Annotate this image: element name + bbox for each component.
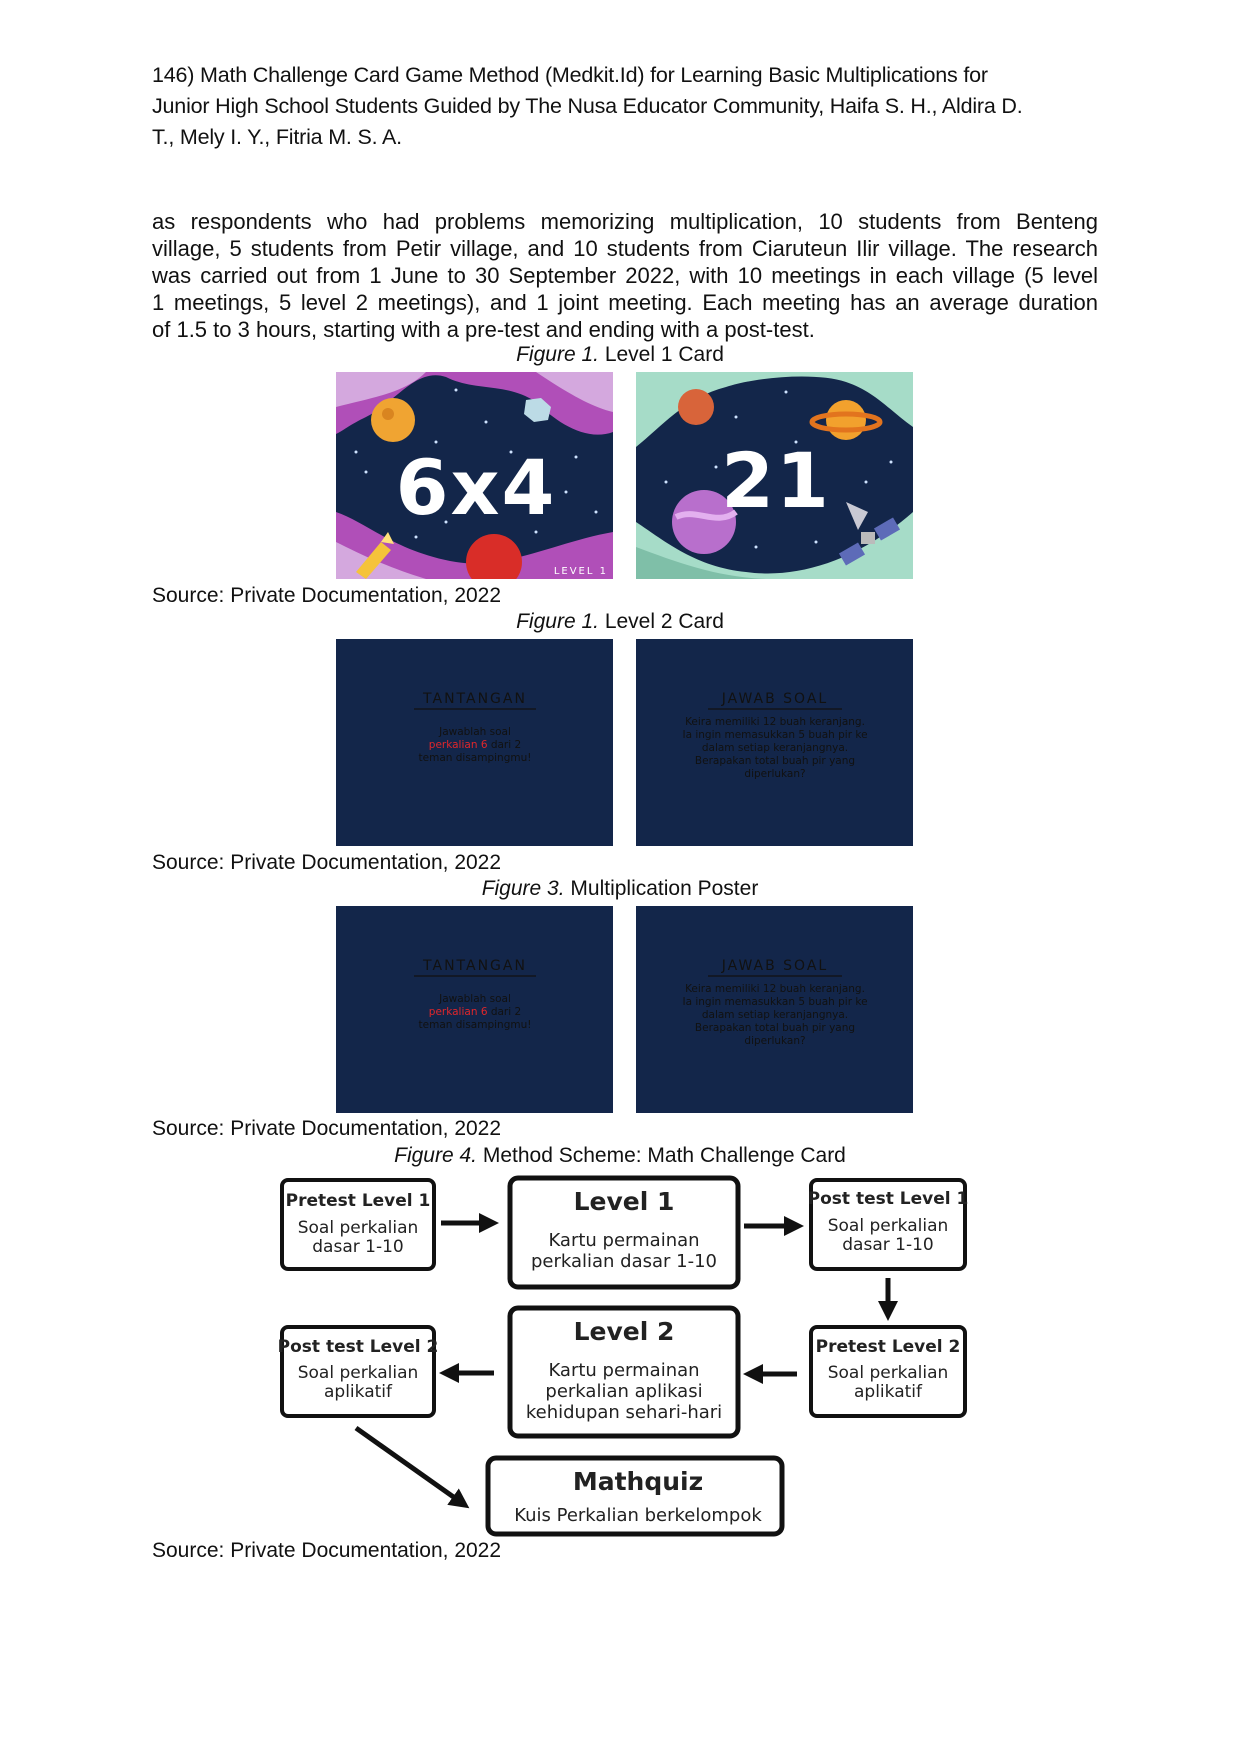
body-paragraph: as respondents who had problems memorizi… [152,208,1098,343]
red-planet-icon [466,534,522,579]
box-text: Soal perkalian [828,1363,949,1383]
card-text: JAWAB SOAL [721,958,828,974]
card-text: TANTANGAN [422,691,527,707]
highlight-text: perkalian 6 [429,1006,488,1018]
level1-box [507,1175,741,1290]
figure-source: Source: Private Documentation, 2022 [152,584,502,607]
level1-question-card: 6x4 LEVEL 1 [336,372,613,579]
box-text: Kartu permainan [548,1360,699,1381]
box-title: Post test Level 1 [808,1189,969,1209]
figure-label: Figure 3. [481,877,565,900]
card-text: perkalian 6 dari 2 [429,739,521,751]
running-header: 146) Math Challenge Card Game Method (Me… [152,60,1112,153]
stars [354,388,598,539]
card-text: Ia ingin memasukkan 5 buah pir ke [682,729,867,741]
figure-title: Level 2 Card [598,610,724,633]
saturn-icon [826,400,866,440]
figure-title: Level 1 Card [598,343,724,366]
box-text: Kuis Perkalian berkelompok [514,1505,762,1526]
card-text: dari 2 [488,1006,522,1018]
figure-label: Figure 4. [394,1144,477,1167]
card-text: diperlukan? [744,1035,805,1047]
figure-source: Source: Private Documentation, 2022 [152,851,502,874]
card-text: Jawablah soal [438,726,511,738]
challenge-card: TANTANGAN Jawablah soal perkalian 6 dari… [336,906,613,1113]
figure-caption: Figure 1. Level 1 Card [0,343,1240,367]
figure-label: Figure 1. [516,610,599,633]
card-text: Ia ingin memasukkan 5 buah pir ke [682,996,867,1008]
card-text: Keira memiliki 12 buah keranjang. [685,983,865,995]
level1-answer-card: 21 [636,372,913,579]
box-title: Level 2 [574,1317,675,1346]
box-text: dasar 1-10 [312,1237,403,1257]
card-text: dalam setiap keranjangnya. [702,742,848,754]
mathquiz-box [485,1455,785,1537]
posttest-level1-box [809,1178,967,1271]
card-text: teman disampingmu! [419,752,532,764]
card-question: 6x4 [396,443,557,532]
pretest-level2-box [809,1325,967,1418]
card-text: Jawablah soal [438,993,511,1005]
box-text: kehidupan sehari-hari [526,1402,722,1423]
figure-caption: Figure 3. Multiplication Poster [0,877,1240,901]
asteroid-icon [524,398,551,422]
challenge-card: TANTANGAN Jawablah soal perkalian 6 dari… [336,639,613,846]
figure-title: Multiplication Poster [564,877,759,900]
box-text: Soal perkalian [298,1218,419,1238]
box-text: dasar 1-10 [842,1235,933,1255]
card-text: TANTANGAN [422,958,527,974]
paragraph-line: 1 meetings, 5 level 2 meetings), and 1 j… [152,290,1098,315]
card-text: diperlukan? [744,768,805,780]
purple-planet-icon [672,490,736,554]
level2-box [507,1305,741,1439]
figure-source: Source: Private Documentation, 2022 [152,1117,502,1140]
paragraph-line: was carried out from 1 June to 30 Septem… [152,263,1098,288]
box-text: perkalian aplikasi [545,1381,702,1402]
box-text: Soal perkalian [828,1216,949,1236]
heart-asteroid-icon [678,389,714,425]
box-title: Mathquiz [573,1467,703,1496]
header-line: Junior High School Students Guided by Th… [152,94,1023,118]
level-tag: LEVEL 1 [554,566,608,577]
card-text: dalam setiap keranjangnya. [702,1009,848,1021]
figure-source: Source: Private Documentation, 2022 [152,1539,502,1562]
paragraph-line: village, 5 students from Petir village, … [152,236,1098,261]
posttest-level2-box [280,1325,436,1418]
box-title: Pretest Level 2 [816,1337,961,1357]
highlight-text: perkalian 6 [429,739,488,751]
card-text: perkalian 6 dari 2 [429,1006,521,1018]
card-answer: 21 [721,436,831,525]
card-text: dari 2 [488,739,522,751]
header-line: 146) Math Challenge Card Game Method (Me… [152,63,988,87]
card-text: Keira memiliki 12 buah keranjang. [685,716,865,728]
box-text: Soal perkalian [298,1363,419,1383]
stars [664,390,893,549]
box-text: Kartu permainan [548,1230,699,1251]
box-text: aplikatif [854,1382,923,1402]
figure-label: Figure 1. [516,343,599,366]
answer-card: JAWAB SOAL Keira memiliki 12 buah keranj… [636,639,913,846]
box-title: Pretest Level 1 [286,1191,431,1211]
card-text: Berapakan total buah pir yang [695,755,855,767]
arrow-diagonal-icon [354,1425,470,1509]
box-title: Level 1 [574,1187,675,1216]
figure-caption: Figure 4. Method Scheme: Math Challenge … [0,1144,1240,1168]
rocket-icon [356,542,391,579]
paragraph-line: as respondents who had problems memorizi… [152,209,1098,234]
pretest-level1-box [280,1178,436,1271]
card-text: JAWAB SOAL [721,691,828,707]
paragraph-line: of 1.5 to 3 hours, starting with a pre-t… [152,317,815,342]
box-text: aplikatif [324,1382,393,1402]
card-text: teman disampingmu! [419,1019,532,1031]
card-text: Berapakan total buah pir yang [695,1022,855,1034]
header-line: T., Mely I. Y., Fitria M. S. A. [152,125,402,149]
box-text: perkalian dasar 1-10 [531,1251,717,1272]
orange-planet-icon [371,398,415,442]
satellite-icon [838,502,901,566]
figure-title: Method Scheme: Math Challenge Card [477,1144,846,1167]
answer-card: JAWAB SOAL Keira memiliki 12 buah keranj… [636,906,913,1113]
box-title: Post test Level 2 [278,1337,439,1357]
figure-caption: Figure 1. Level 2 Card [0,610,1240,634]
